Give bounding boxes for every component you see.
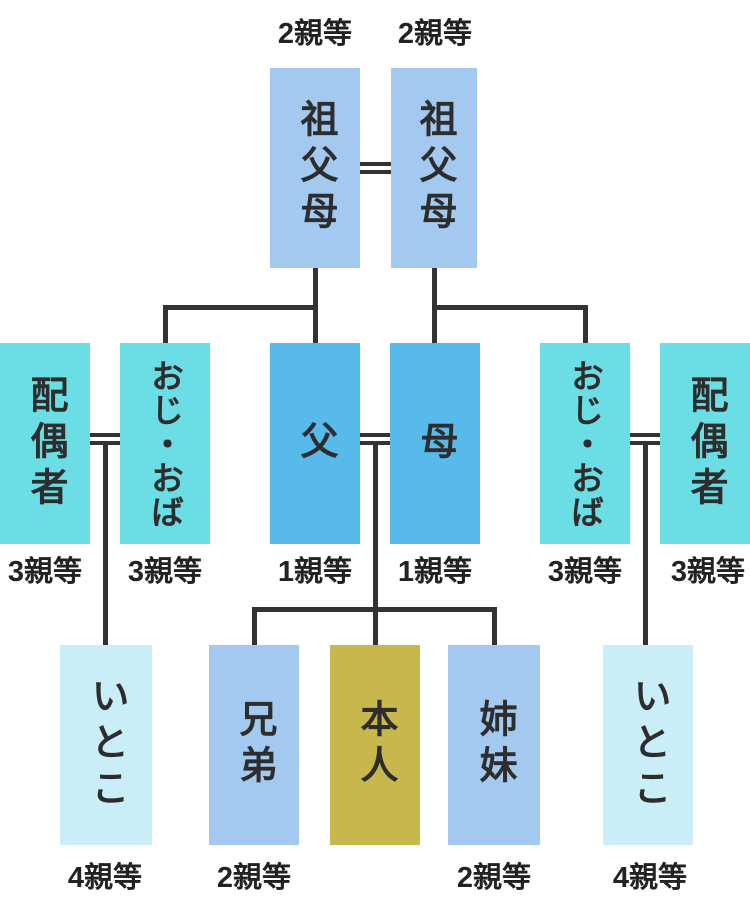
line-uncle-right-drop [583, 307, 588, 344]
degree-label-brother: 2親等 [216, 862, 292, 894]
node-spouse-left: 配偶者 [0, 343, 90, 544]
node-brother-label: 兄弟 [233, 699, 275, 791]
node-sister: 姉妹 [448, 645, 540, 845]
degree-label-spouse-left: 3親等 [7, 556, 83, 588]
degree-label-cousin-left: 4親等 [67, 862, 143, 894]
node-cousin-right: いとこ [603, 645, 693, 845]
line-uncle-left-drop [163, 307, 168, 344]
node-father-label: 父 [294, 420, 336, 467]
degree-label-grandparents-left: 2親等 [277, 18, 353, 50]
node-cousin-left-label: いとこ [85, 676, 127, 814]
node-brother: 兄弟 [209, 645, 299, 845]
node-mother: 母 [390, 343, 480, 544]
line-cousin-right-drop [643, 443, 648, 646]
degree-label-sister: 2親等 [456, 862, 532, 894]
node-uncle-aunt-left-label: おじ・おば [146, 358, 184, 529]
node-self-label: 本人 [354, 699, 396, 791]
node-uncle-aunt-left: おじ・おば [120, 343, 210, 544]
line-sister-drop [492, 609, 497, 646]
line-parents-children-drop [373, 443, 378, 646]
line-brother-drop [252, 609, 257, 646]
line-children-horizontal [252, 607, 497, 612]
degree-label-father: 1親等 [277, 556, 353, 588]
node-cousin-left: いとこ [60, 645, 152, 845]
degree-label-uncle-aunt-right: 3親等 [547, 556, 623, 588]
node-grandparents-right-label: 祖父母 [413, 99, 455, 237]
node-grandparents-left: 祖父母 [270, 68, 360, 268]
degree-label-grandparents-right: 2親等 [397, 18, 473, 50]
line-right-siblings-horizontal [432, 305, 588, 310]
marriage-line-grandparents [360, 162, 391, 174]
degree-label-cousin-right: 4親等 [612, 862, 688, 894]
degree-label-mother: 1親等 [397, 556, 473, 588]
node-uncle-aunt-right-label: おじ・おば [566, 358, 604, 529]
node-father: 父 [270, 343, 360, 544]
node-mother-label: 母 [414, 420, 456, 467]
degree-label-spouse-right: 3親等 [670, 556, 746, 588]
node-cousin-right-label: いとこ [627, 676, 669, 814]
node-uncle-aunt-right: おじ・おば [540, 343, 630, 544]
node-grandparents-right: 祖父母 [391, 68, 477, 268]
node-spouse-right-label: 配偶者 [684, 374, 726, 513]
node-spouse-right: 配偶者 [660, 343, 750, 544]
node-spouse-left-label: 配偶者 [24, 374, 66, 513]
node-sister-label: 姉妹 [473, 699, 515, 791]
degree-label-uncle-aunt-left: 3親等 [127, 556, 203, 588]
node-self: 本人 [330, 645, 420, 845]
line-cousin-left-drop [103, 443, 108, 646]
node-grandparents-left-label: 祖父母 [294, 99, 336, 237]
line-left-siblings-horizontal [163, 305, 318, 310]
